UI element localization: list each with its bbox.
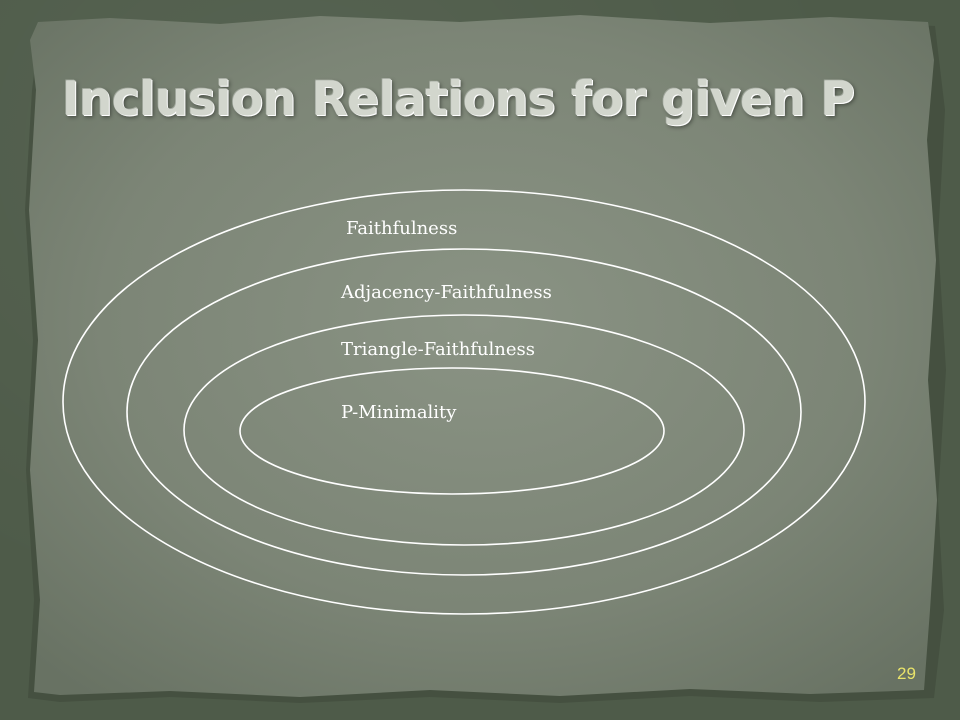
label-faithfulness: Faithfulness [346, 218, 457, 239]
page-number: 29 [897, 664, 916, 683]
slide-title: Inclusion Relations for given P [62, 72, 855, 127]
ellipse-p-minimality [239, 367, 665, 495]
ellipse-faithfulness [62, 189, 866, 615]
label-p-minimality: P-Minimality [341, 402, 457, 423]
ellipse-adjacency-faithfulness [126, 248, 802, 576]
label-adjacency-faithfulness: Adjacency-Faithfulness [340, 282, 552, 303]
ellipse-triangle-faithfulness [183, 314, 745, 546]
paper-sheet [29, 15, 937, 697]
label-triangle-faithfulness: Triangle-Faithfulness [341, 339, 535, 360]
